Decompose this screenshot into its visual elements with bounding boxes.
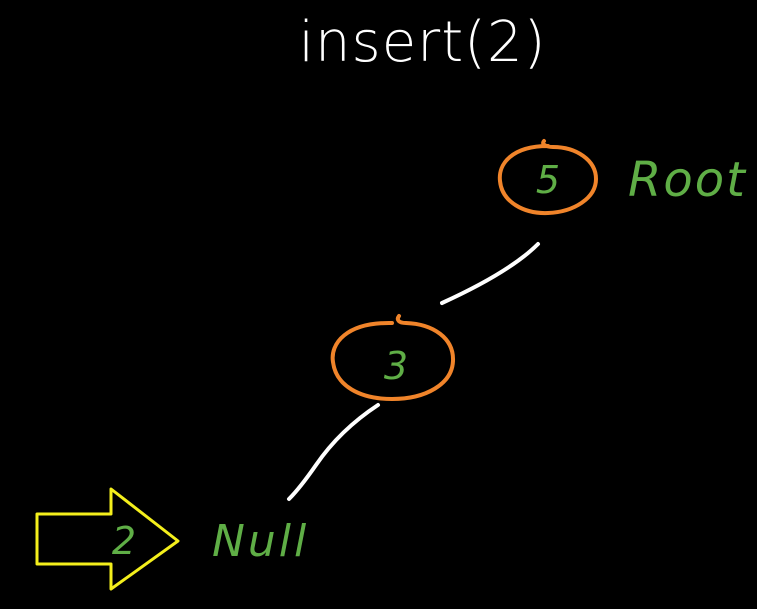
tree-node-3: 3 — [330, 314, 456, 402]
edge-node-3-to-null — [287, 403, 380, 501]
node-outline — [497, 139, 599, 216]
node-value: 5 — [536, 158, 560, 202]
node-value: 3 — [384, 344, 408, 388]
edge-root-to-node-3 — [440, 242, 540, 305]
node-outline — [330, 314, 456, 402]
page-title: insert(2) — [298, 10, 547, 75]
pending-value: 2 — [112, 519, 136, 563]
tree-node-root: 5 — [497, 139, 599, 216]
null-label: Null — [212, 516, 309, 567]
arrow-outline — [35, 487, 180, 591]
insert-arrow: 2 — [35, 487, 180, 591]
root-label: Root — [628, 152, 747, 208]
